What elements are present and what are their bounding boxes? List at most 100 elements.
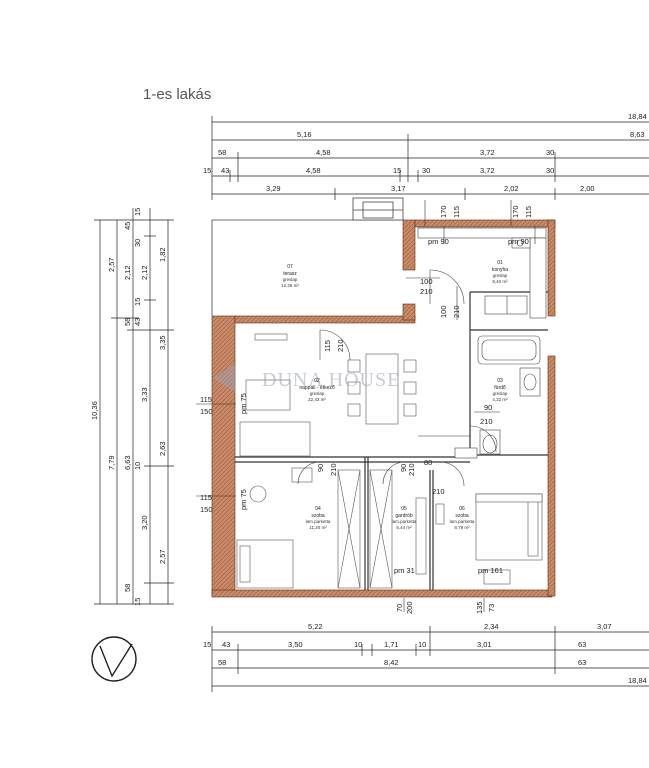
- svg-text:lam.parketta: lam.parketta: [306, 519, 331, 524]
- label-kitchen-h-2: 115: [524, 206, 533, 218]
- label-bottom-left-1: 70: [395, 604, 404, 612]
- dim-left-5c: 2,63: [158, 441, 167, 456]
- svg-text:lam.parketta: lam.parketta: [450, 519, 475, 524]
- watermark: DUNA HOUSE: [213, 364, 400, 392]
- dim-left-5a: 1,82: [158, 247, 167, 262]
- dim-left-4d: 15: [133, 298, 142, 306]
- dim-top-4b: 43: [221, 166, 229, 175]
- svg-text:04: 04: [315, 506, 321, 512]
- dim-bot-1c: 3,07: [597, 622, 612, 631]
- dim-bot-2d: 10: [354, 640, 362, 649]
- top-dimension-labels: 18,84 5,16 8,63 58 4,58 3,72 30 15 43 4,…: [203, 112, 647, 193]
- watermark-logo-icon: [213, 364, 235, 392]
- dim-left-4f: 3,33: [140, 387, 149, 402]
- label-window-room4-h: 150: [200, 505, 213, 514]
- svg-text:11,20 m²: 11,20 m²: [309, 525, 327, 530]
- top-dimension-lines: [211, 116, 649, 200]
- label-door-bath-w: 90: [484, 403, 492, 412]
- label-door-room6-h: 210: [432, 487, 445, 496]
- dim-bot-4a: 18,84: [628, 676, 647, 685]
- dim-left-4a: 15: [133, 208, 142, 216]
- dim-left-2b: 7,79: [107, 455, 116, 470]
- dim-left-3d: 6,63: [123, 455, 132, 470]
- dim-top-4e: 30: [422, 166, 430, 175]
- svg-text:terasz: terasz: [283, 271, 297, 277]
- label-pm-room4: pm 75: [239, 489, 248, 510]
- svg-text:07: 07: [287, 264, 293, 270]
- label-pm-kitchen-1: pm 90: [428, 237, 449, 246]
- left-dimension-lines: [94, 208, 174, 605]
- svg-text:greslap: greslap: [493, 391, 508, 396]
- label-bottom-left-2: 200: [405, 601, 414, 614]
- svg-text:8,79 m²: 8,79 m²: [454, 525, 470, 530]
- dim-left-4b: 30: [133, 239, 142, 247]
- svg-text:konyha: konyha: [492, 267, 508, 273]
- label-door-room6-w: 80: [424, 458, 432, 467]
- dim-left-3a: 45: [123, 222, 132, 230]
- dim-left-5d: 2,57: [158, 549, 167, 564]
- dim-top-total: 18,84: [628, 112, 647, 121]
- dim-bot-2g: 3,01: [477, 640, 492, 649]
- partitions: [235, 291, 548, 590]
- label-door-bath-h: 210: [480, 417, 493, 426]
- dim-left-5b: 3,35: [158, 335, 167, 350]
- dim-top-5d: 2,00: [580, 184, 595, 193]
- dim-bot-2f: 10: [418, 640, 426, 649]
- kitchen-furniture: [417, 227, 547, 319]
- dim-left-4h: 3,20: [140, 515, 149, 530]
- opening-labels: [196, 200, 536, 612]
- label-door-terrace-w: 100: [420, 277, 433, 286]
- svg-text:nappali - étkező: nappali - étkező: [299, 385, 335, 391]
- bottom-dimension-labels: 5,22 2,34 3,07 15 43 3,50 10 1,71 10 3,0…: [203, 622, 647, 685]
- dim-top-4g: 30: [546, 166, 554, 175]
- dim-top-2b: 8,63: [630, 130, 645, 139]
- room-bathroom-label: 03 fürdő greslap 4,32 m²: [492, 378, 508, 402]
- label-kitchen-sill-1: 170: [439, 205, 448, 218]
- wardrobe-furniture: [369, 469, 445, 589]
- north-arrow-icon: [91, 636, 137, 682]
- svg-text:fürdő: fürdő: [494, 385, 506, 391]
- label-door-room5-w: 90: [399, 464, 408, 472]
- label-door-room5-h: 210: [407, 463, 416, 476]
- room4-furniture: [236, 467, 361, 589]
- dim-top-3c: 3,72: [480, 148, 495, 157]
- label-pm-kitchen-2: pm 90: [508, 237, 529, 246]
- dim-bot-2c: 3,50: [288, 640, 303, 649]
- dim-bot-2h: 63: [578, 640, 586, 649]
- bathroom-fixtures: [454, 335, 541, 459]
- dim-top-5c: 2,02: [504, 184, 519, 193]
- dim-top-2a: 5,16: [297, 130, 312, 139]
- dim-top-4f: 3,72: [480, 166, 495, 175]
- bottom-dimension-lines: [211, 626, 649, 692]
- door-swings: [297, 269, 497, 487]
- dim-left-3c: 58: [123, 318, 132, 326]
- label-door-living-h: 210: [336, 339, 345, 352]
- svg-text:5,44 m²: 5,44 m²: [396, 525, 412, 530]
- watermark-text: DUNA HOUSE: [262, 369, 400, 391]
- dim-bot-3c: 63: [578, 658, 586, 667]
- label-window-living-w: 115: [200, 395, 212, 404]
- terrace-outline: [211, 197, 404, 316]
- label-door-kitchen-w: 100: [439, 305, 448, 318]
- label-door-room4-w: 90: [316, 464, 325, 472]
- dim-top-3a: 58: [218, 148, 226, 157]
- label-bottom-right-2: 73: [487, 604, 496, 612]
- dim-left-4g: 10: [133, 462, 142, 470]
- label-door-kitchen-h: 210: [452, 305, 461, 318]
- svg-text:szoba: szoba: [311, 513, 325, 519]
- room6-furniture: [475, 493, 543, 585]
- dim-left-2a: 2,57: [107, 257, 116, 272]
- svg-text:06: 06: [459, 506, 465, 512]
- left-dimension-labels: 10,36 2,57 7,79 45 2,12 58 6,63 58 15 30…: [90, 208, 167, 606]
- dim-bot-2b: 43: [222, 640, 230, 649]
- svg-text:12,26 m²: 12,26 m²: [281, 283, 299, 288]
- svg-text:05: 05: [401, 506, 407, 512]
- svg-text:22,43 m²: 22,43 m²: [308, 397, 326, 402]
- label-door-terrace-h: 210: [420, 287, 433, 296]
- svg-text:gardrób: gardrób: [395, 513, 412, 519]
- svg-text:8,40 m²: 8,40 m²: [492, 279, 508, 284]
- label-kitchen-h-1: 115: [452, 206, 461, 218]
- dim-top-5b: 3,17: [391, 184, 406, 193]
- room-living-label: 02 nappali - étkező greslap 22,43 m²: [299, 378, 335, 402]
